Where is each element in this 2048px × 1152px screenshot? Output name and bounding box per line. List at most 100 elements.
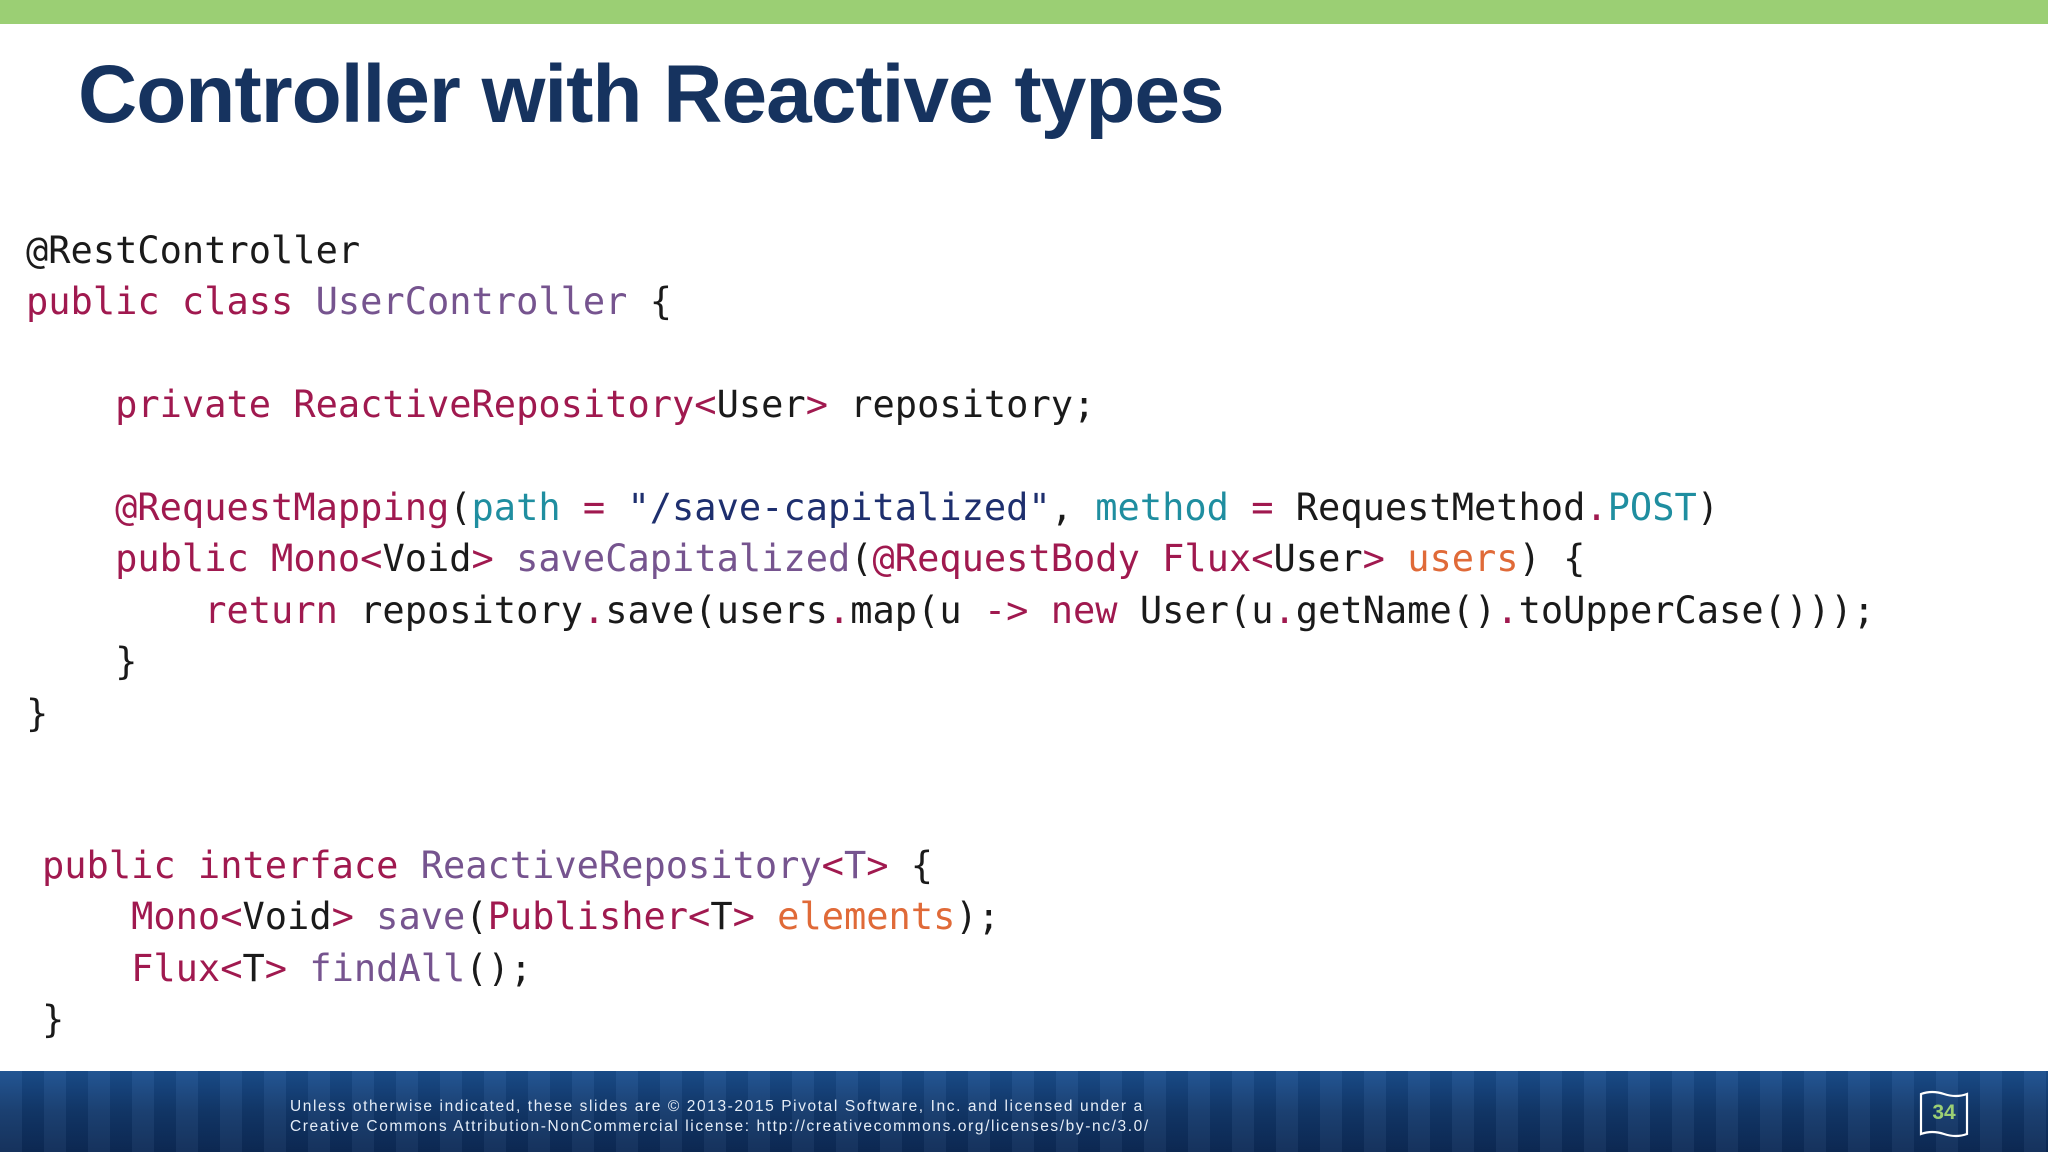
code-line: Mono<Void> save(Publisher<T> elements); xyxy=(42,891,1000,942)
code-token-op: < xyxy=(688,895,711,939)
code-token-op: . xyxy=(1585,485,1608,529)
code-block-interface: public interface ReactiveRepository<T> {… xyxy=(42,840,1000,1046)
code-token-op: . xyxy=(1273,588,1296,632)
code-token-op: > xyxy=(805,383,828,427)
code-token-plain xyxy=(26,589,204,632)
code-line: return repository.save(users.map(u -> ne… xyxy=(26,585,1875,636)
code-token-op: > xyxy=(471,537,494,581)
code-token-plain: (); xyxy=(465,946,533,990)
code-token-cls: UserController xyxy=(315,280,628,324)
code-token-var: users xyxy=(1407,537,1519,581)
code-token-meth: save xyxy=(376,895,466,939)
code-token-op: > xyxy=(264,946,288,990)
code-token-field: POST xyxy=(1607,485,1697,529)
code-token-op: > xyxy=(732,895,755,939)
code-token-plain: Void xyxy=(242,895,332,939)
code-line: @RequestMapping(path = "/save-capitalize… xyxy=(26,482,1875,533)
code-token-type: Flux xyxy=(1162,537,1252,581)
code-token-type: Publisher xyxy=(487,895,689,939)
code-token-op: > xyxy=(331,895,354,939)
code-token-meth: saveCapitalized xyxy=(516,537,851,581)
code-token-plain xyxy=(42,947,131,990)
slide-title: Controller with Reactive types xyxy=(78,49,1225,140)
code-token-type: Flux xyxy=(131,946,221,990)
code-token-param: path xyxy=(471,485,561,529)
footer-license-line-1: Unless otherwise indicated, these slides… xyxy=(290,1098,1144,1115)
code-token-plain: ) xyxy=(1696,485,1720,529)
footer-bar: Unless otherwise indicated, these slides… xyxy=(0,1071,2048,1152)
code-token-plain: User xyxy=(1273,537,1363,581)
code-line: private ReactiveRepository<User> reposit… xyxy=(26,379,1875,430)
code-token-plain: save(users xyxy=(605,588,828,632)
code-line: @RestController xyxy=(26,225,1875,276)
code-line: Flux<T> findAll(); xyxy=(42,943,1000,994)
code-token-plain: } xyxy=(26,640,138,684)
code-token-plain: User(u xyxy=(1139,588,1274,632)
code-token-plain xyxy=(1385,537,1407,580)
code-token-op: < xyxy=(821,844,844,887)
code-token-op: < xyxy=(220,895,243,939)
code-token-plain: Void xyxy=(382,537,472,581)
code-token-plain: { xyxy=(627,280,673,324)
code-token-plain xyxy=(755,895,777,938)
footer-license-line-2: Creative Commons Attribution-NonCommerci… xyxy=(290,1118,1150,1135)
code-token-kw: return xyxy=(204,588,361,632)
code-token-plain: } xyxy=(26,691,49,735)
code-token-plain xyxy=(494,537,516,580)
code-token-op: < xyxy=(694,383,717,427)
code-token-plain xyxy=(26,383,115,426)
code-token-plain: User xyxy=(716,383,806,427)
code-token-param: method xyxy=(1095,485,1229,529)
code-token-plain: } xyxy=(42,998,65,1042)
code-token-op: . xyxy=(1496,588,1519,632)
code-token-meth: findAll xyxy=(309,946,466,990)
code-token-plain: { xyxy=(888,844,934,887)
code-token-type: ReactiveRepository xyxy=(293,383,695,427)
code-token-op: > xyxy=(1362,537,1385,581)
code-token-plain: RequestMethod xyxy=(1295,485,1586,529)
code-token-cls: ReactiveRepository xyxy=(420,844,822,887)
code-line xyxy=(26,328,1875,379)
page-number: 34 xyxy=(1932,1101,1956,1124)
code-token-plain: @RestController xyxy=(26,229,361,272)
code-line: public class UserController { xyxy=(26,276,1875,327)
code-token-plain: ( xyxy=(850,537,873,581)
footer-license: Unless otherwise indicated, these slides… xyxy=(290,1097,1150,1137)
code-token-kw: new xyxy=(1050,588,1140,632)
page-number-badge: 34 xyxy=(1918,1088,1970,1140)
code-token-plain: , xyxy=(1050,485,1096,529)
code-token-op: < xyxy=(220,946,243,990)
code-token-plain: ( xyxy=(465,895,488,939)
code-line: } xyxy=(42,994,1000,1045)
code-token-var: elements xyxy=(777,895,956,939)
code-token-op: > xyxy=(866,844,889,887)
code-token-plain: ); xyxy=(955,895,1000,939)
code-token-cls: T xyxy=(843,844,867,887)
code-token-op: < xyxy=(1251,537,1274,581)
code-token-op: = xyxy=(1228,485,1296,529)
code-token-plain: repository; xyxy=(827,383,1096,427)
code-token-op: . xyxy=(827,588,851,632)
code-token-plain: T xyxy=(710,895,733,939)
code-line: public Mono<Void> saveCapitalized(@Reque… xyxy=(26,533,1875,584)
accent-bar xyxy=(0,0,2048,24)
code-token-kw: private xyxy=(115,383,294,427)
code-token-op: = xyxy=(560,485,628,529)
code-line: public interface ReactiveRepository<T> { xyxy=(42,840,1000,891)
code-line: } xyxy=(26,688,1875,739)
code-token-plain xyxy=(1028,589,1050,632)
code-token-plain: getName() xyxy=(1295,588,1497,632)
code-token-ann: @RequestMapping xyxy=(115,485,450,529)
code-token-plain: repository xyxy=(360,588,583,632)
code-token-type: Mono xyxy=(131,895,221,939)
code-token-op: . xyxy=(582,588,606,632)
code-token-type: Mono xyxy=(271,537,361,581)
code-token-kw: public class xyxy=(26,280,316,324)
code-line xyxy=(26,431,1875,482)
code-token-plain xyxy=(42,895,131,938)
code-token-plain: ) { xyxy=(1518,537,1586,581)
code-token-kw: public xyxy=(115,537,272,581)
code-token-plain xyxy=(26,486,115,529)
code-token-plain xyxy=(26,537,115,580)
